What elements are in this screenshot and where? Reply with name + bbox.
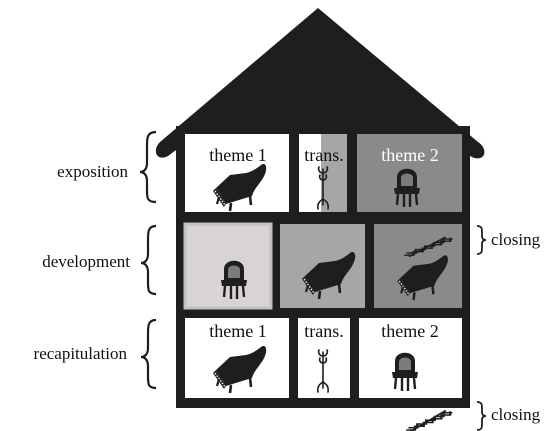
house-roof — [155, 8, 485, 159]
room-exposition-transition — [299, 134, 321, 212]
closing-label-recap: closing — [491, 405, 541, 424]
brace-development — [140, 224, 157, 296]
brace-recapitulation — [140, 318, 157, 390]
brace-exposition — [139, 130, 157, 204]
section-label-development: development — [42, 252, 130, 271]
room-label-recap-theme1: theme 1 — [209, 321, 266, 341]
brace-closing-development — [476, 225, 487, 255]
room-label-exposition-transition: trans. — [304, 145, 344, 165]
room-label-exposition-theme1: theme 1 — [209, 145, 266, 165]
room-label-exposition-theme2: theme 2 — [381, 145, 438, 165]
room-label-recap-theme2: theme 2 — [381, 321, 438, 341]
room-label-recap-transition: trans. — [304, 321, 344, 341]
brace-closing-recap — [476, 401, 487, 431]
section-label-recapitulation: recapitulation — [34, 344, 128, 363]
section-label-exposition: exposition — [57, 162, 128, 181]
room-recap-transition — [298, 318, 350, 398]
closing-label-development: closing — [491, 230, 541, 249]
